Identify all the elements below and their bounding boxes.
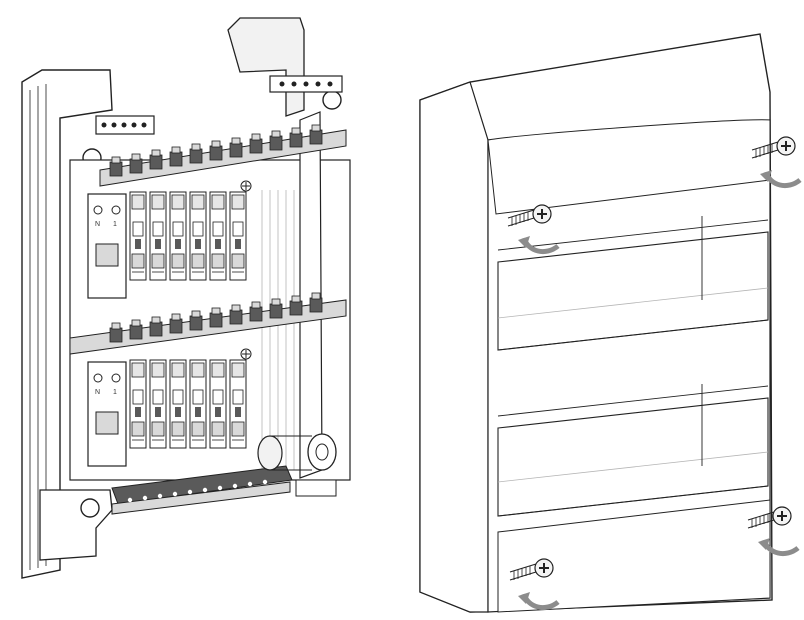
enclosure-figure (419, 33, 800, 613)
terminal-block-bottom (111, 465, 293, 515)
breaker-row-1: N 1 (87, 180, 252, 299)
breaker-2-2 (149, 359, 167, 449)
cable-gland-bottom (257, 433, 337, 497)
frame-left-rail (21, 69, 113, 579)
mark-label-row-2: 1 (113, 389, 117, 396)
breaker-2-4 (189, 359, 207, 449)
breaker-1-2 (149, 191, 167, 281)
neutral-label-row-1: N (95, 221, 100, 228)
frame-top-bracket (227, 17, 305, 117)
frame-bottom-bracket (39, 489, 113, 561)
breaker-frame-figure: N 1 N 1 (21, 17, 351, 579)
neutral-label-row-2: N (95, 389, 100, 396)
breaker-1-3 (169, 191, 187, 281)
breaker-2-3 (169, 359, 187, 449)
terminal-block-top (95, 115, 155, 135)
breaker-row-2: N 1 (87, 348, 252, 467)
comb-busbar-row-2 (69, 292, 347, 355)
terminal-block-upper-right (269, 75, 343, 93)
mark-label-row-1: 1 (113, 221, 117, 228)
comb-busbar-row-1 (99, 124, 347, 187)
breaker-2-5 (209, 359, 227, 449)
breaker-1-4 (189, 191, 207, 281)
breaker-1-1 (129, 191, 147, 281)
frame-top-ring (322, 90, 342, 110)
breaker-2-1 (129, 359, 147, 449)
breaker-1-5 (209, 191, 227, 281)
enclosure-side-wall (419, 81, 489, 613)
